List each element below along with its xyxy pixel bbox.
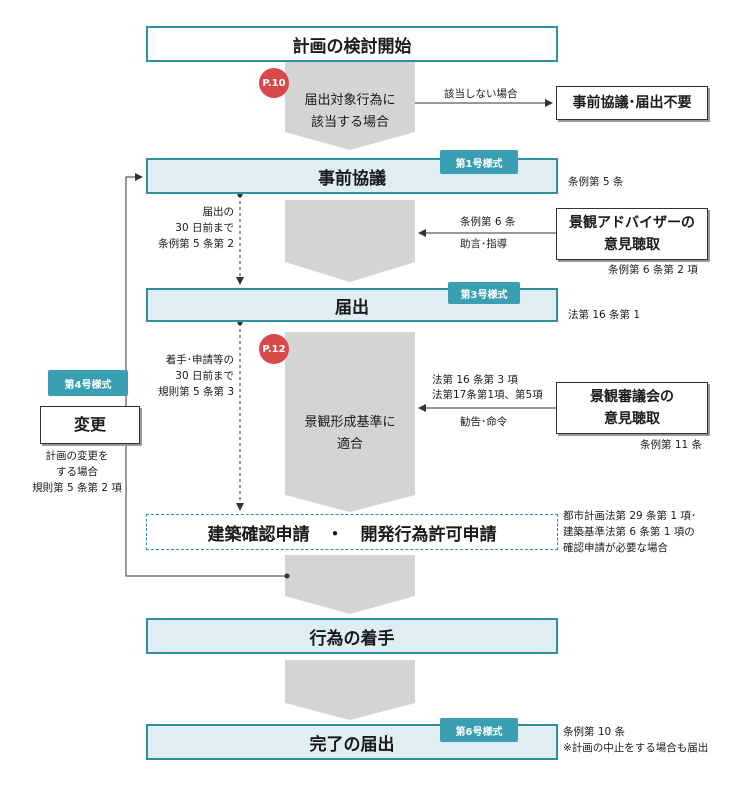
form6-tag-label: 第6号様式: [455, 726, 503, 738]
form4-tag-label: 第4号様式: [64, 379, 112, 391]
no-notification-box: 事前協議･届出不要: [556, 86, 708, 120]
city-law-line-1: 都市計画法第 29 条第 1 項･: [563, 510, 697, 522]
council-box: 景観審議会の 意見聴取: [556, 382, 708, 434]
ord-art6-note: 条例第 6 条: [460, 216, 516, 228]
completion-label: 完了の届出: [309, 734, 395, 755]
change-box: 変更: [40, 406, 140, 444]
city-law-line-3: 確認申請が必要な場合: [563, 542, 668, 554]
prior-consultation-box: 事前協議: [146, 158, 558, 194]
commencement-label: 行為の着手: [309, 628, 395, 649]
building-application-label: 建築確認申請 ・ 開発行為許可申請: [207, 524, 497, 545]
city-law-line-2: 建築基準法第 6 条第 1 項の: [563, 526, 695, 538]
step-arrow-5: [285, 660, 415, 720]
start-line-1: 着手･申請等の: [165, 354, 234, 366]
step-arrow-3: [285, 332, 415, 512]
ordinance-art5-note: 条例第 5 条: [568, 176, 624, 188]
cancel-note-line: ※計画の中止をする場合も届出: [563, 742, 709, 754]
recommend-note: 勧告･命令: [460, 416, 508, 428]
ord-art10-line: 条例第 10 条: [563, 726, 626, 738]
page-badge-p10-label: P.10: [262, 77, 286, 89]
form1-tag-label: 第1号様式: [455, 158, 503, 170]
city-law-note: 都市計画法第 29 条第 1 項･ 建築基準法第 6 条第 1 項の 確認申請が…: [563, 508, 696, 556]
change-note-line-1: 計画の変更を: [45, 450, 109, 462]
change-condition-note: 計画の変更を する場合 規則第 5 条第 2 項: [20, 448, 134, 496]
step-arrow-1: [285, 60, 415, 150]
subject-line-1: 届出対象行為に: [304, 93, 396, 108]
start-deadline-note: 着手･申請等の 30 日前まで 規則第 5 条第 3: [130, 352, 234, 400]
advisor-box: 景観アドバイザーの 意見聴取: [556, 208, 708, 260]
conform-line-2: 適合: [336, 437, 363, 452]
form6-tag: 第6号様式: [440, 718, 518, 742]
notify-line-2: 30 日前まで: [175, 222, 234, 234]
form3-tag: 第3号様式: [448, 282, 520, 304]
law16-1-note: 法第 16 条第 1: [568, 309, 641, 321]
start-box-label: 計画の検討開始: [292, 36, 412, 57]
change-label: 変更: [73, 415, 106, 434]
page-badge-p12-label: P.12: [262, 343, 286, 355]
notify-deadline-note: 届出の 30 日前まで 条例第 5 条第 2: [130, 204, 234, 252]
page-badge-p10: P.10: [259, 68, 289, 98]
advice-note: 助言･指導: [460, 238, 508, 250]
form3-tag-label: 第3号様式: [460, 289, 508, 301]
commencement-box: 行為の着手: [146, 618, 558, 654]
change-note-line-2: する場合: [56, 466, 98, 478]
subject-step-text: 届出対象行為に 該当する場合: [285, 90, 415, 134]
form1-tag: 第1号様式: [440, 150, 518, 174]
conform-step-text: 景観形成基準に 適合: [285, 412, 415, 456]
start-line-3: 規則第 5 条第 3: [158, 386, 234, 398]
notification-label: 届出: [335, 297, 369, 318]
law17-note: 法第17条第1項、第5項: [432, 389, 543, 401]
ord-art6-2-note: 条例第 6 条第 2 項: [608, 264, 698, 276]
prior-consultation-label: 事前協議: [318, 168, 386, 189]
building-application-box: 建築確認申請 ・ 開発行為許可申請: [146, 514, 558, 550]
notify-line-3: 条例第 5 条第 2: [158, 238, 234, 250]
start-line-2: 30 日前まで: [175, 370, 234, 382]
notify-line-1: 届出の: [202, 206, 235, 218]
completion-note: 条例第 10 条 ※計画の中止をする場合も届出: [563, 724, 708, 756]
conform-line-1: 景観形成基準に: [304, 415, 396, 430]
council-label-1: 景観審議会の: [590, 389, 674, 405]
step-arrow-4: [285, 555, 415, 614]
subject-line-2: 該当する場合: [310, 115, 389, 130]
council-label-2: 意見聴取: [604, 411, 660, 427]
no-notification-label: 事前協議･届出不要: [572, 95, 692, 111]
advisor-label-2: 意見聴取: [604, 237, 660, 253]
step-arrow-2: [285, 200, 415, 282]
not-applicable-note: 該当しない場合: [444, 88, 518, 100]
change-note-line-3: 規則第 5 条第 2 項: [32, 482, 122, 494]
advisor-label-1: 景観アドバイザーの: [569, 215, 695, 231]
law16-3-note: 法第 16 条第 3 項: [432, 374, 518, 386]
page-badge-p12: P.12: [259, 334, 289, 364]
ord-art11-note: 条例第 11 条: [640, 439, 703, 451]
form4-tag: 第4号様式: [48, 370, 128, 396]
start-box: 計画の検討開始: [146, 26, 558, 62]
